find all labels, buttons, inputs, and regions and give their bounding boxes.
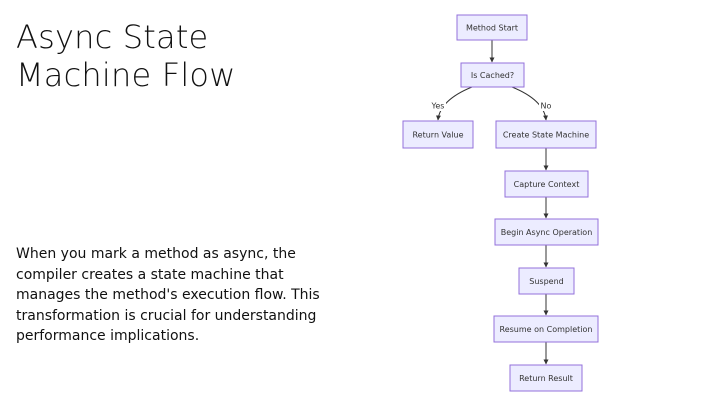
node-resume-on-completion: Resume on Completion	[493, 315, 599, 343]
svg-text:Suspend: Suspend	[529, 277, 563, 286]
edge-label-no: No	[541, 102, 552, 111]
svg-text:Return Result: Return Result	[519, 374, 573, 383]
svg-text:Resume on Completion: Resume on Completion	[500, 325, 593, 334]
slide-title: Async State Machine Flow	[16, 18, 336, 94]
edge-label-yes: Yes	[431, 102, 445, 111]
svg-text:Begin Async Operation: Begin Async Operation	[501, 228, 593, 237]
node-return-value: Return Value	[402, 120, 474, 149]
node-method-start: Method Start	[456, 14, 528, 41]
edge-cached-to-return-value	[435, 86, 473, 121]
node-suspend: Suspend	[518, 267, 575, 295]
edge-label-yes-group: Yes	[430, 100, 446, 111]
flowchart-edges	[435, 40, 549, 365]
svg-text:Create State Machine: Create State Machine	[503, 131, 589, 140]
title-line-1: Async State	[16, 18, 209, 56]
svg-text:Return Value: Return Value	[412, 131, 463, 140]
svg-text:Method Start: Method Start	[466, 24, 518, 33]
edge-label-no-group: No	[539, 100, 553, 111]
svg-text:Capture Context: Capture Context	[514, 180, 580, 189]
node-return-result: Return Result	[509, 364, 583, 392]
title-line-2: Machine Flow	[16, 56, 236, 94]
svg-text:Is Cached?: Is Cached?	[471, 71, 514, 80]
node-begin-async-operation: Begin Async Operation	[494, 218, 599, 246]
node-is-cached: Is Cached?	[460, 62, 525, 88]
node-create-state-machine: Create State Machine	[495, 120, 597, 149]
edge-cached-to-create-state-machine	[511, 86, 549, 121]
slide-body-text: When you mark a method as async, the com…	[16, 246, 320, 344]
node-capture-context: Capture Context	[504, 170, 589, 198]
